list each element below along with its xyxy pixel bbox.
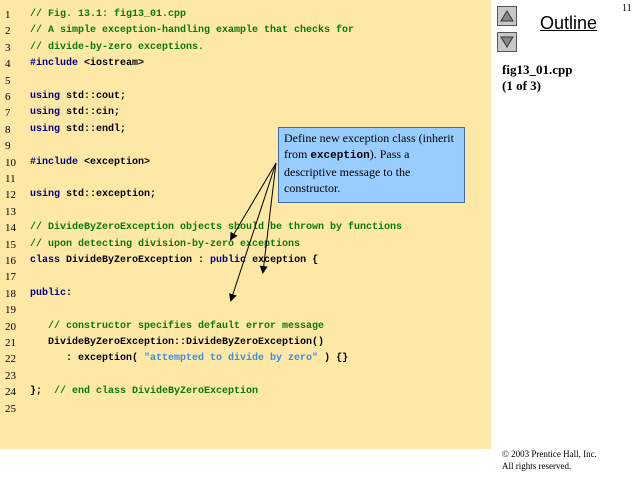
- outline-title[interactable]: Outline: [540, 13, 598, 33]
- code-line: 17: [0, 269, 491, 285]
- line-number: 25: [5, 402, 16, 415]
- code-line: 10 #include <exception>: [0, 155, 491, 171]
- code-text: : exception( "attempted to divide by zer…: [30, 353, 349, 365]
- line-number: 2: [5, 25, 11, 38]
- code-text: // DivideByZeroException objects should …: [30, 222, 403, 234]
- callout-text-after: ). Pass a descriptive message to the con…: [284, 147, 411, 195]
- line-number: 11: [5, 173, 16, 185]
- copyright-notice: © 2003 Prentice Hall, Inc. All rights re…: [502, 448, 597, 472]
- code-line: 1 // Fig. 13.1: fig13_01.cpp: [0, 7, 491, 23]
- triangle-up-icon: [500, 10, 514, 22]
- code-line: 12 using std::exception;: [0, 187, 491, 203]
- code-line: 9: [0, 138, 491, 154]
- code-line: 22 : exception( "attempted to divide by …: [0, 351, 491, 367]
- line-number: 14: [5, 222, 16, 235]
- code-text: }; // end class DivideByZeroException: [30, 386, 259, 398]
- line-number: 4: [5, 58, 11, 71]
- code-line: 4 #include <iostream>: [0, 56, 491, 72]
- line-number: 22: [5, 353, 16, 366]
- code-line: 5: [0, 73, 491, 89]
- code-text: #include <exception>: [30, 156, 151, 168]
- page-indicator: (1 of 3): [502, 78, 541, 93]
- line-number: 17: [5, 271, 16, 284]
- slide-number: 11: [622, 3, 632, 14]
- line-number: 8: [5, 123, 11, 136]
- line-number: 3: [5, 41, 11, 54]
- line-number: 5: [5, 74, 11, 87]
- line-number: 13: [5, 205, 16, 218]
- code-text: // Fig. 13.1: fig13_01.cpp: [30, 9, 187, 20]
- code-line: 20 // constructor specifies default erro…: [0, 319, 491, 335]
- code-line: 23: [0, 368, 491, 384]
- code-text: // constructor specifies default error m…: [48, 320, 325, 332]
- code-text: using std::cin;: [30, 107, 121, 119]
- copyright-line-2: All rights reserved.: [502, 461, 572, 471]
- code-line: 2 // A simple exception-handling example …: [0, 23, 491, 39]
- code-line: 19: [0, 302, 491, 318]
- file-name: fig13_01.cpp: [502, 62, 573, 77]
- code-line: 13: [0, 204, 491, 220]
- line-number: 24: [5, 386, 16, 399]
- code-line: 7 using std::cin;: [0, 105, 491, 121]
- file-label: fig13_01.cpp (1 of 3): [502, 62, 572, 94]
- code-line: 15 // upon detecting division-by-zero exc…: [0, 237, 491, 253]
- code-text: #include <iostream>: [30, 58, 145, 70]
- code-text: // A simple exception-handling example t…: [30, 25, 355, 37]
- code-text: using std::endl;: [30, 123, 127, 135]
- code-panel: 1 // Fig. 13.1: fig13_01.cpp 2 // A simple …: [0, 0, 491, 449]
- code-line: 11: [0, 171, 491, 187]
- code-text: class DivideByZeroException : public exc…: [30, 255, 319, 266]
- line-number: 20: [5, 320, 16, 333]
- code-text: // upon detecting division-by-zero excep…: [30, 238, 301, 250]
- code-line: 8 using std::endl;: [0, 122, 491, 138]
- code-line: 24 }; // end class DivideByZeroException: [0, 384, 491, 400]
- next-slide-button[interactable]: [497, 32, 517, 52]
- line-number: 9: [5, 140, 11, 153]
- callout-code-word: exception: [310, 150, 370, 162]
- line-number: 7: [5, 107, 11, 120]
- code-line: 16 class DivideByZeroException : public e…: [0, 253, 491, 269]
- callout-text-before: Define new exception class (inherit from: [284, 131, 454, 161]
- code-line: 25: [0, 401, 491, 417]
- line-number: 12: [5, 189, 16, 202]
- code-line: 18 public:: [0, 286, 491, 302]
- line-number: 23: [5, 369, 16, 382]
- code-text: DivideByZeroException::DivideByZeroExcep…: [30, 337, 325, 348]
- line-number: 6: [5, 91, 11, 103]
- code-line: 21 DivideByZeroException::DivideByZeroEx…: [0, 335, 491, 351]
- line-number: 21: [5, 337, 16, 349]
- copyright-line-1: © 2003 Prentice Hall, Inc.: [502, 449, 597, 459]
- line-number: 18: [5, 287, 16, 300]
- line-number: 16: [5, 255, 16, 267]
- line-number: 19: [5, 304, 16, 317]
- previous-slide-button[interactable]: [497, 6, 517, 26]
- code-line: 14 // DivideByZeroException objects shoul…: [0, 220, 491, 236]
- code-text: using std::exception;: [30, 189, 157, 201]
- code-text: using std::cout;: [30, 91, 127, 102]
- line-number: 15: [5, 238, 16, 251]
- code-line: 3 // divide-by-zero exceptions.: [0, 40, 491, 56]
- code-text: public:: [30, 287, 73, 299]
- explanation-callout: Define new exception class (inherit from…: [278, 127, 465, 203]
- line-number: 10: [5, 156, 16, 169]
- triangle-down-icon: [500, 36, 514, 48]
- code-text: // divide-by-zero exceptions.: [30, 41, 205, 53]
- line-number: 1: [5, 9, 11, 21]
- code-line: 6 using std::cout;: [0, 89, 491, 105]
